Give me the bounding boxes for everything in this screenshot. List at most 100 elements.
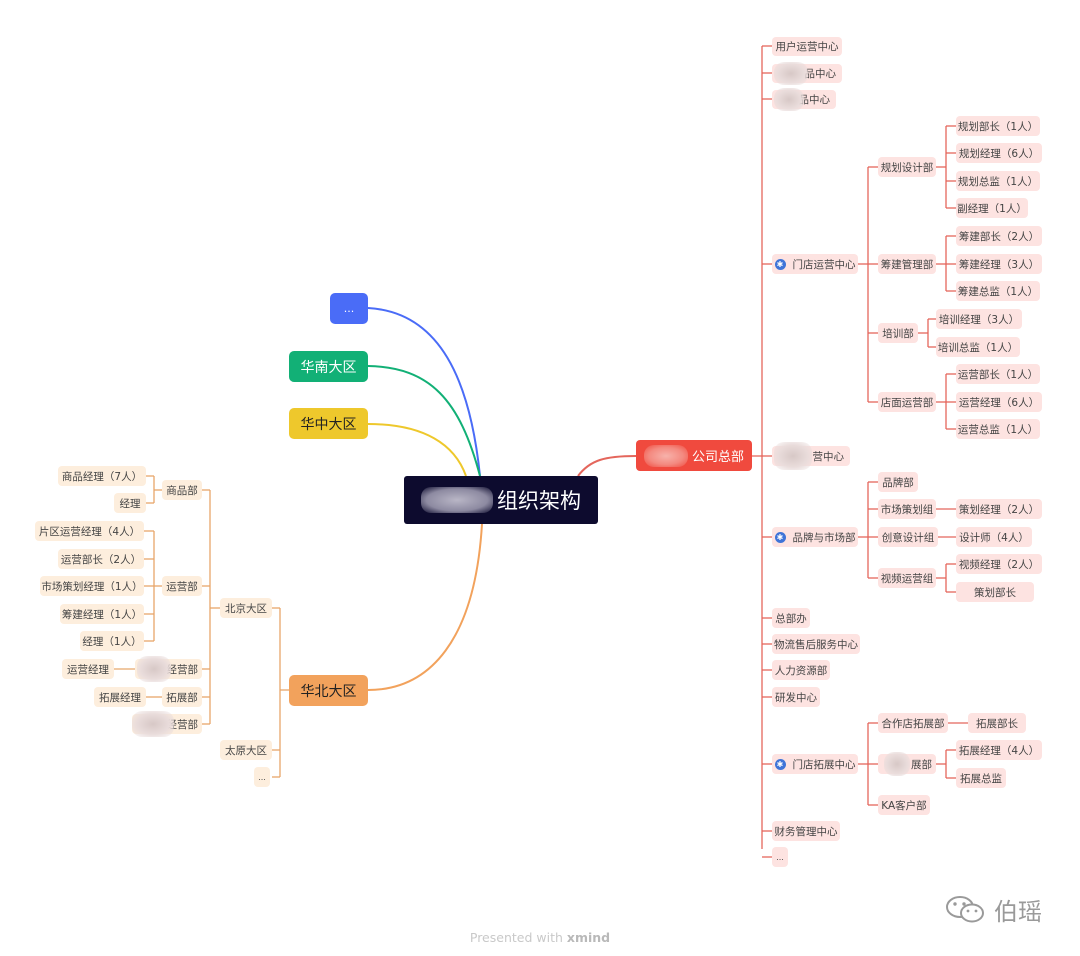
redacted-blur [132, 711, 174, 737]
node-training-dir[interactable]: 培训总监（1人） [936, 337, 1020, 357]
node-ops-dept[interactable]: 运营部 [162, 576, 202, 596]
node-more-left[interactable]: ... [254, 767, 270, 787]
company-hq-label: 公司总部 [691, 450, 744, 465]
redacted-blur [774, 88, 804, 111]
node-brand-mkt[interactable]: ✱ 品牌与市场部 [772, 527, 858, 547]
node-planning-head[interactable]: 规划部长（1人） [956, 116, 1040, 136]
node-planning-dir[interactable]: 规划总监（1人） [956, 171, 1040, 191]
node-label: 品牌与市场部 [792, 531, 856, 544]
node-ops-mgr[interactable]: 运营经理 [62, 659, 114, 679]
node-mgr2[interactable]: 经理（1人） [80, 631, 144, 651]
node-brand-dept[interactable]: 品牌部 [878, 472, 918, 492]
node-exp-dept[interactable]: 展部 [878, 752, 936, 776]
node-exp-mgr[interactable]: 拓展经理 [94, 687, 146, 707]
node-exp-dept[interactable]: 拓展部 [162, 687, 202, 707]
star-icon: ✱ [774, 531, 786, 543]
node-ops-head[interactable]: 运营部长（2人） [58, 549, 144, 569]
node-op-dept[interactable]: 经营部 [135, 656, 202, 682]
node-op-dept2[interactable]: 经营部 [132, 711, 202, 737]
node-product-center[interactable]: 品中心 [772, 62, 842, 85]
redacted-blur [137, 656, 171, 682]
region-huabei[interactable]: 华北大区 [289, 675, 368, 706]
node-user-ops[interactable]: 用户运营中心 [772, 37, 842, 56]
node-store-ops[interactable]: ✱ 门店运营中心 [772, 254, 858, 274]
branch-huanan [367, 365, 481, 477]
node-planning-mgr[interactable]: 规划经理（6人） [956, 143, 1042, 163]
node-ops-head[interactable]: 运营部长（1人） [956, 364, 1040, 384]
star-icon: ✱ [774, 758, 786, 770]
node-label: 经营部 [166, 718, 199, 731]
branch-huabei [367, 523, 483, 691]
node-label: 展部 [911, 758, 932, 771]
node-mgr1[interactable]: 经理 [114, 493, 146, 513]
node-finance[interactable]: 财务管理中心 [772, 821, 840, 841]
node-logistics[interactable]: 物流售后服务中心 [772, 634, 860, 654]
region-huanan[interactable]: 华南大区 [289, 351, 368, 382]
node-exp-dir[interactable]: 拓展总监 [956, 768, 1006, 788]
node-training-mgr[interactable]: 培训经理（3人） [936, 309, 1022, 329]
node-hr[interactable]: 人力资源部 [772, 660, 830, 680]
footer-credit: Presented with xmind [0, 930, 1080, 945]
node-training-dept[interactable]: 培训部 [878, 323, 918, 343]
node-video-mgr[interactable]: 视频经理（2人） [956, 554, 1042, 574]
node-taiyuan[interactable]: 太原大区 [220, 740, 272, 760]
node-rd[interactable]: 研发中心 [772, 687, 820, 707]
node-ka[interactable]: KA客户部 [878, 795, 930, 815]
redacted-blur [774, 62, 808, 85]
node-label: 经营部 [166, 663, 199, 676]
node-build-head[interactable]: 筹建部长（2人） [956, 226, 1042, 246]
footer-prefix: Presented with [469, 930, 567, 945]
node-plan-mgr[interactable]: 策划经理（2人） [956, 499, 1042, 519]
central-topic-label: 组织架构 [497, 489, 581, 513]
node-store-exp[interactable]: ✱ 门店拓展中心 [772, 754, 858, 774]
central-topic[interactable]: 组织架构 [404, 476, 598, 524]
node-label: 营中心 [812, 450, 845, 463]
region-huazhong[interactable]: 华中大区 [289, 408, 368, 439]
node-creative[interactable]: 创意设计组 [878, 527, 938, 547]
node-area-ops-mgr[interactable]: 片区运营经理（4人） [35, 521, 144, 541]
branch-more [367, 307, 481, 477]
branch-hq [577, 455, 637, 477]
node-video-ops[interactable]: 视频运营组 [878, 568, 936, 588]
redacted-blur [643, 444, 688, 467]
node-exp-mgr[interactable]: 拓展经理（4人） [956, 740, 1042, 760]
node-partner-exp[interactable]: 合作店拓展部 [878, 713, 948, 733]
region-more[interactable]: ... [330, 293, 368, 324]
footer-brand: xmind [566, 930, 611, 945]
node-planning-dept[interactable]: 规划设计部 [878, 157, 936, 177]
redacted-blur [884, 752, 910, 776]
wechat-watermark: 伯瑶 [944, 892, 1042, 927]
node-label: 品中心 [804, 68, 837, 80]
node-label: 门店拓展中心 [792, 758, 856, 771]
company-hq[interactable]: 公司总部 [636, 440, 752, 471]
star-icon: ✱ [774, 258, 786, 270]
node-build-dept[interactable]: 筹建管理部 [878, 254, 936, 274]
node-mkt-plan-mgr[interactable]: 市场策划经理（1人） [40, 576, 144, 596]
node-build-mgr[interactable]: 筹建经理（1人） [60, 604, 144, 624]
node-shop-ops[interactable]: 店面运营部 [878, 392, 936, 412]
node-designer[interactable]: 设计师（4人） [956, 527, 1032, 547]
node-label: 门店运营中心 [792, 258, 856, 271]
node-ops-dir[interactable]: 运营总监（1人） [956, 419, 1040, 439]
node-exp-head[interactable]: 拓展部长 [968, 713, 1026, 733]
watermark-text: 伯瑶 [994, 898, 1042, 926]
branch-huazhong [367, 423, 467, 477]
node-gm-office[interactable]: 总部办 [772, 608, 810, 628]
node-deputy-mgr[interactable]: 副经理（1人） [956, 198, 1028, 218]
node-mkt-plan[interactable]: 市场策划组 [878, 499, 936, 519]
node-goods-dept[interactable]: 商品部 [162, 480, 202, 500]
node-ops-center[interactable]: 营中心 [772, 442, 850, 470]
node-ops-mgr[interactable]: 运营经理（6人） [956, 392, 1042, 412]
node-goods-mgr[interactable]: 商品经理（7人） [58, 466, 146, 486]
redacted-blur [421, 487, 493, 513]
redacted-blur [774, 442, 812, 470]
node-plan-head[interactable]: 策划部长 [956, 582, 1034, 602]
node-build-dir[interactable]: 筹建总监（1人） [956, 281, 1040, 301]
node-build-mgr[interactable]: 筹建经理（3人） [956, 254, 1042, 274]
node-item3[interactable]: 品中心 [772, 88, 836, 111]
node-label: 品中心 [798, 94, 831, 106]
wechat-icon [946, 895, 984, 922]
node-beijing[interactable]: 北京大区 [220, 598, 272, 618]
node-more[interactable]: ... [772, 847, 788, 867]
